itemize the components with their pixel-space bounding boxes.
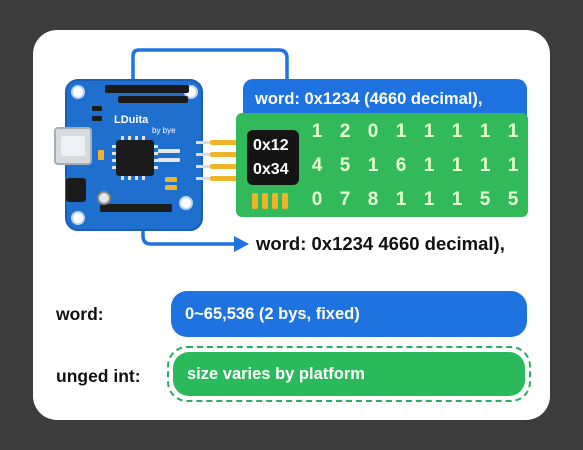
grid-cell: 1	[311, 121, 323, 142]
grid-cell: 1	[367, 155, 379, 176]
grid-cell: 0	[367, 121, 379, 142]
pin-marks	[252, 193, 298, 209]
grid-cell: 4	[311, 155, 323, 176]
board-brand-text: LDuita	[114, 114, 149, 126]
grid-cell: 1	[423, 121, 435, 142]
grid-cell: 1	[507, 155, 519, 176]
grid-cell: 1	[451, 121, 463, 142]
board-by-text: by bye	[152, 126, 176, 135]
grid-cell: 5	[479, 189, 491, 210]
grid-cell: 1	[423, 155, 435, 176]
hex-chip: 0x12 0x34	[247, 130, 299, 185]
grid-cell: 1	[479, 155, 491, 176]
grid-cell: 5	[507, 189, 519, 210]
top-wire	[131, 48, 289, 82]
grid-cell: 1	[451, 155, 463, 176]
grid-cell: 1	[451, 189, 463, 210]
grid-cell: 7	[339, 189, 351, 210]
grid-cell: 1	[423, 189, 435, 210]
int-pill-outline	[167, 346, 531, 402]
arrow-right-icon	[234, 236, 249, 252]
bottom-wire	[141, 218, 236, 246]
int-size-pill: size varies by platform	[173, 352, 525, 396]
grid-cell: 1	[395, 121, 407, 142]
grid-cell: 0	[311, 189, 323, 210]
int-label: unged int:	[56, 366, 141, 386]
word-range-pill: 0~65,536 (2 bys, fixed)	[171, 291, 527, 337]
arrow-caption: word: 0x1234 4660 decimal),	[256, 233, 505, 254]
grid-cell: 1	[395, 189, 407, 210]
usb-port-icon	[54, 127, 92, 165]
microcontroller-icon	[112, 136, 158, 180]
grid-cell: 6	[395, 155, 407, 176]
word-label: word:	[56, 304, 104, 324]
grid-cell: 1	[479, 121, 491, 142]
grid-cell: 5	[339, 155, 351, 176]
word-banner: word: 0x1234 (4660 decimal),	[243, 79, 527, 119]
hex-chip-line1: 0x12	[253, 136, 289, 154]
hex-chip-line2: 0x34	[253, 160, 289, 178]
grid-cell: 8	[367, 189, 379, 210]
grid-cell: 2	[339, 121, 351, 142]
grid-cell: 1	[507, 121, 519, 142]
